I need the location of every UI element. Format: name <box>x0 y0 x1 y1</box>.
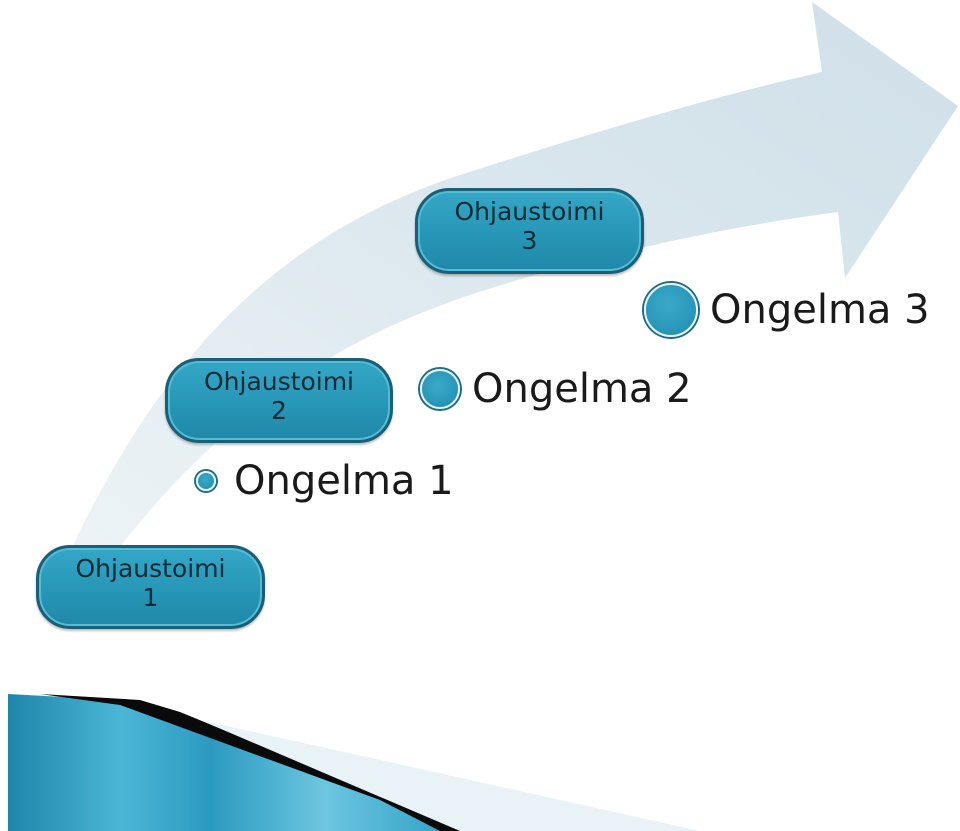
growth-arrow <box>66 2 958 600</box>
control-step-2-line2: 2 <box>271 396 287 425</box>
control-step-2-line1: Ohjaustoimi <box>204 367 354 396</box>
bullet-dot-icon <box>196 471 216 491</box>
problem-3-label: Ongelma 3 <box>710 287 930 333</box>
control-step-3: Ohjaustoimi 3 <box>415 188 644 274</box>
corner-highlight <box>200 720 700 831</box>
control-step-2: Ohjaustoimi 2 <box>165 358 393 443</box>
corner-shadow <box>40 694 470 831</box>
control-step-3-line1: Ohjaustoimi <box>454 197 605 226</box>
control-step-1-line2: 1 <box>142 583 159 612</box>
control-step-1: Ohjaustoimi 1 <box>36 545 265 629</box>
control-step-3-line2: 3 <box>521 226 538 255</box>
problem-3: Ongelma 3 <box>644 283 930 337</box>
problem-1: Ongelma 1 <box>196 458 454 504</box>
problem-1-label: Ongelma 1 <box>234 458 454 504</box>
bullet-dot-icon <box>420 369 460 409</box>
control-step-1-line1: Ohjaustoimi <box>75 554 226 583</box>
bullet-dot-icon <box>644 283 698 337</box>
problem-2: Ongelma 2 <box>420 366 692 412</box>
corner-accent <box>8 694 460 831</box>
problem-2-label: Ongelma 2 <box>472 366 692 412</box>
